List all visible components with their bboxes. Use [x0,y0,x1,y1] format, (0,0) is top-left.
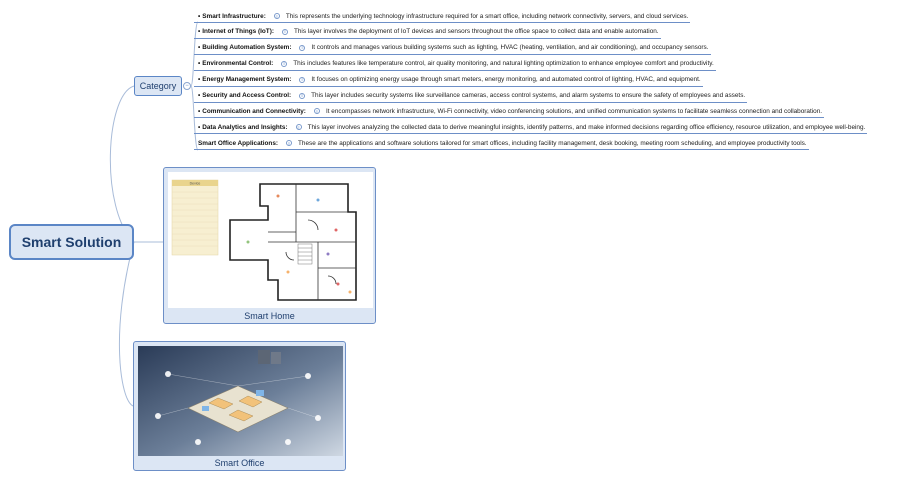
category-label: Category [139,81,177,91]
note-circle-icon[interactable]: ≡ [313,108,320,115]
category-item-description: This represents the underlying technolog… [285,12,689,20]
category-item[interactable]: •Environmental Control: ≡ This includes fe… [194,57,716,71]
category-item[interactable]: •Data Analytics and Insights: ≡ This layer… [194,120,868,135]
category-item[interactable]: •Building Automation System: ≡ It controls… [194,41,711,55]
category-item-title: Environmental Control: [202,60,274,68]
category-item-description: This layer includes security systems lik… [311,92,746,99]
category-item-description: These are the applications and software … [298,139,807,147]
bullet-glyph: • [198,44,201,52]
note-circle-icon[interactable]: ≡ [281,28,288,35]
category-item-title: Communication and Connectivity: [202,107,306,115]
category-item-title: Building Automation System: [202,44,292,52]
bullet-glyph: • [198,123,201,131]
category-item[interactable]: •Energy Management System: ≡ It focuses on… [194,73,703,87]
note-circle-icon[interactable]: ≡ [295,124,302,131]
smart-office-caption: Smart Office [214,458,265,468]
bullet-glyph: • [198,92,201,99]
root-label: Smart Solution [21,234,122,250]
item-underline [194,133,868,135]
smart-home-caption: Smart Home [244,311,295,321]
category-item-title: Smart Office Applications: [198,139,279,147]
item-underline [194,37,661,39]
connector-root-category [109,85,135,243]
category-item-title: Internet of Things (IoT): [202,28,274,36]
category-item[interactable]: Smart Office Applications: ≡ These are the… [194,136,809,151]
item-underline [194,117,825,119]
smart-office-card[interactable]: Smart Office [133,341,346,471]
legend-header: Device [190,182,201,186]
note-circle-icon[interactable]: ≡ [299,92,306,99]
category-item-title: Security and Access Control: [202,92,292,99]
category-item-description: This layer involves analyzing the collec… [307,123,866,131]
item-underline [194,22,691,23]
item-underline [194,149,809,151]
smart-home-card[interactable]: Device [163,167,376,324]
note-circle-icon[interactable]: ≡ [299,76,306,83]
category-item-description: It focuses on optimizing energy usage th… [311,76,701,84]
root-node[interactable]: Smart Solution [9,224,134,260]
category-item[interactable]: •Communication and Connectivity: ≡ It enco… [194,104,825,119]
connector-root-office [118,241,135,407]
category-item-title: Energy Management System: [202,76,292,84]
bullet-glyph: • [198,12,201,20]
category-item-description: It controls and manages various building… [311,44,709,52]
category-item-title: Data Analytics and Insights: [202,123,288,131]
category-item-description: This layer involves the deployment of Io… [293,28,659,36]
note-circle-icon[interactable]: ≡ [273,13,280,19]
smart-home-floorplan-image: Device [168,172,373,308]
item-underline [194,85,703,87]
category-item-description: It encompasses network infrastructure, W… [325,107,823,115]
bullet-glyph: • [198,60,201,68]
item-underline [194,53,711,55]
category-item-title: Smart Infrastructure: [202,12,266,20]
bullet-glyph: • [198,76,201,84]
note-circle-icon[interactable]: ≡ [299,44,306,51]
category-node[interactable]: Category [134,76,182,96]
item-underline [194,101,748,103]
category-item[interactable]: •Internet of Things (IoT): ≡ This layer in… [194,25,661,39]
collapse-minus-icon[interactable]: − [183,82,191,90]
smart-office-illustration-image [138,346,343,456]
note-circle-icon[interactable]: ≡ [281,60,288,67]
bullet-glyph: • [198,28,201,36]
bullet-glyph: • [198,107,201,115]
category-item-description: This includes features like temperature … [293,60,714,68]
category-item[interactable]: •Security and Access Control: ≡ This layer… [194,89,748,103]
item-underline [194,69,716,71]
category-item[interactable]: •Smart Infrastructure: ≡ This represents t… [194,9,691,23]
note-circle-icon[interactable]: ≡ [286,140,293,147]
